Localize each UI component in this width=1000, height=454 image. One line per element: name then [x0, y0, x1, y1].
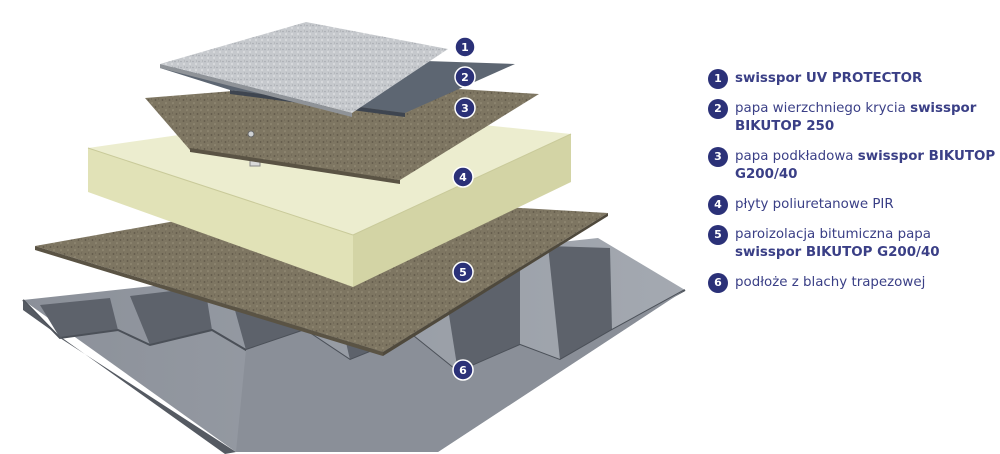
legend-number: 4 [708, 195, 728, 215]
legend-text: paroizolacja bitumiczna papa [735, 227, 931, 242]
legend-product-name: swisspor BIKUTOP 250 [735, 101, 977, 134]
legend-number: 2 [708, 99, 728, 119]
svg-text:6: 6 [459, 364, 467, 377]
legend-product-name: swisspor UV PROTECTOR [735, 71, 923, 86]
legend-item-4: 4 płyty poliuretanowe PIR [708, 195, 998, 215]
layer-legend: 1 swisspor UV PROTECTOR 2 papa wierzchni… [708, 69, 998, 304]
badge-1: 1 [454, 36, 476, 58]
badge-4: 4 [452, 166, 474, 188]
svg-text:3: 3 [461, 102, 469, 115]
badge-6: 6 [452, 359, 474, 381]
legend-product-name: swisspor BIKUTOP G200/40 [735, 245, 940, 260]
legend-text: papa wierzchniego krycia [735, 101, 911, 116]
svg-text:5: 5 [459, 266, 467, 279]
legend-number: 5 [708, 225, 728, 245]
svg-text:2: 2 [461, 71, 469, 84]
legend-item-3: 3 papa podkładowa swisspor BIKUTOP G200/… [708, 147, 998, 184]
legend-number: 6 [708, 273, 728, 293]
legend-number: 3 [708, 147, 728, 167]
badge-3: 3 [454, 97, 476, 119]
uv-protector-layer [160, 22, 448, 117]
legend-item-1: 1 swisspor UV PROTECTOR [708, 69, 998, 89]
legend-text: podłoże z blachy trapezowej [735, 275, 926, 290]
legend-text: papa podkładowa [735, 149, 858, 164]
legend-item-6: 6 podłoże z blachy trapezowej [708, 273, 998, 293]
legend-text: płyty poliuretanowe PIR [735, 197, 894, 212]
badge-2: 2 [454, 66, 476, 88]
legend-item-2: 2 papa wierzchniego krycia swisspor BIKU… [708, 99, 998, 136]
legend-product-name: swisspor BIKUTOP G200/40 [735, 149, 996, 182]
svg-text:4: 4 [459, 171, 467, 184]
base-sheet-layer [145, 82, 539, 184]
legend-item-5: 5 paroizolacja bitumiczna papa swisspor … [708, 225, 998, 262]
svg-text:1: 1 [461, 41, 469, 54]
legend-number: 1 [708, 69, 728, 89]
badge-5: 5 [452, 261, 474, 283]
roof-layers-diagram: 1 2 3 4 5 6 [22, 22, 686, 454]
